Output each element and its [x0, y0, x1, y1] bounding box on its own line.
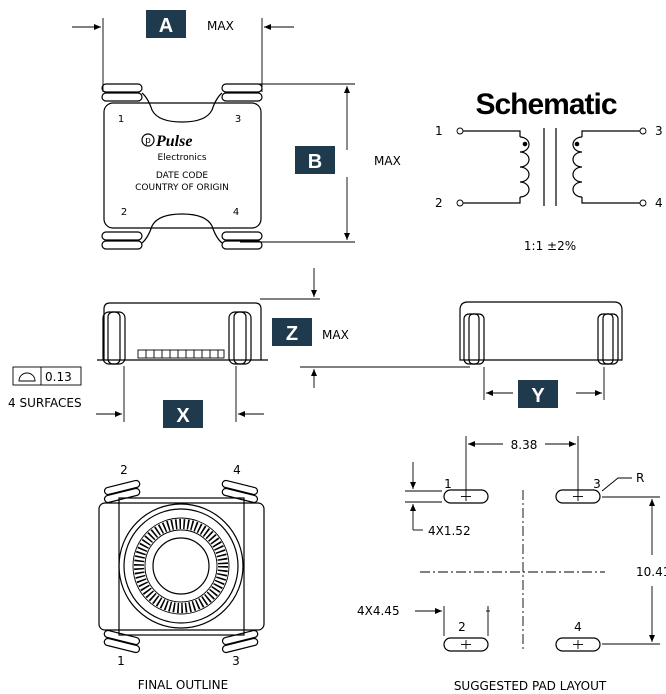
svg-text:p: p [145, 136, 151, 146]
final-outline: 2 4 1 3 FINAL OUTLINE [98, 463, 265, 692]
dimension-label-a: A [146, 10, 186, 38]
polarity-dot-icon [522, 141, 528, 147]
label-b-box [295, 146, 335, 174]
pad-pin-4: 4 [574, 620, 582, 634]
flatness-callout: 0.13 4 SURFACES [8, 366, 82, 410]
label-y-box [518, 380, 558, 408]
component-pin-2: 2 [121, 207, 127, 218]
top-view: A MAX B MAX 1 3 2 4 p [72, 10, 401, 250]
component-pin-3: 3 [235, 114, 241, 125]
front-view: Z MAX 0.13 4 SURFACES X [8, 268, 470, 428]
dimension-label-y: Y [518, 380, 558, 408]
dimension-label-b: B [295, 146, 335, 174]
label-b-text: B [308, 151, 322, 173]
max-text-b: MAX [374, 154, 401, 168]
pad-layout: 8.38 1 3 2 4 R 4X1.52 [357, 436, 666, 693]
flatness-value: 0.13 [45, 370, 72, 384]
component-side-body [459, 301, 623, 361]
bottom-winding-icon [137, 349, 225, 359]
final-outline-title: FINAL OUTLINE [138, 678, 228, 692]
country-text: COUNTRY OF ORIGIN [135, 183, 229, 193]
schematic: Schematic 1 2 3 4 1:1 ±2% [435, 88, 663, 253]
dimension-label-x: X [163, 400, 203, 428]
flatness-surfaces: 4 SURFACES [8, 396, 82, 410]
label-a-box [146, 10, 186, 38]
pad-shape [555, 637, 601, 652]
outline-body [98, 502, 265, 631]
max-text-z: MAX [322, 328, 349, 342]
label-x-box [163, 400, 203, 428]
pad-layout-title: SUGGESTED PAD LAYOUT [454, 679, 607, 693]
corner-winding-icon [101, 83, 263, 250]
label-a-text: A [159, 15, 173, 37]
schematic-pin-3: 3 [655, 124, 663, 138]
schematic-pin-2: 2 [435, 196, 443, 210]
pad-length-text: 4X4.45 [357, 604, 400, 618]
pad-width-text: 4X1.52 [428, 524, 471, 538]
side-view: Y [459, 301, 623, 408]
max-text-a: MAX [207, 19, 234, 33]
outline-pin-3: 3 [232, 654, 240, 668]
label-z-box [272, 318, 312, 346]
component-pin-1: 1 [118, 114, 124, 125]
pulse-logo: p Pulse [141, 133, 192, 150]
radius-label: R [636, 471, 644, 485]
pad-pitch-text: 8.38 [511, 438, 538, 452]
pad-pin-1: 1 [444, 477, 452, 491]
pad-pin-3: 3 [593, 477, 601, 491]
component-front-body [103, 302, 262, 360]
date-code-text: DATE CODE [156, 171, 209, 181]
pad-shape [443, 489, 489, 504]
dimension-label-z: Z [272, 318, 312, 346]
pad-shape [443, 637, 489, 652]
label-y-text: Y [531, 385, 545, 407]
outline-pin-4: 4 [233, 463, 241, 477]
pad-span-text: 10.41 [636, 565, 666, 579]
label-x-text: X [176, 405, 190, 427]
schematic-pin-4: 4 [655, 196, 663, 210]
turns-ratio-text: 1:1 ±2% [524, 239, 576, 253]
toroid-core-icon [118, 503, 244, 629]
pad-pin-2: 2 [458, 620, 466, 634]
secondary-coil-icon [572, 136, 583, 198]
flatness-icon [18, 372, 36, 382]
outline-pin-2: 2 [120, 463, 128, 477]
brand-subtitle: Electronics [157, 153, 206, 163]
label-z-text: Z [286, 323, 298, 345]
brand-name: Pulse [155, 133, 192, 150]
component-pin-4: 4 [233, 207, 239, 218]
pad-shape [555, 489, 601, 504]
schematic-pin-1: 1 [435, 124, 443, 138]
outline-pin-1: 1 [117, 654, 125, 668]
component-top-body [103, 102, 262, 229]
primary-coil-icon [519, 136, 530, 198]
schematic-title: Schematic [475, 88, 616, 121]
corner-winding-icon [103, 479, 259, 654]
polarity-dot-icon [574, 141, 580, 147]
